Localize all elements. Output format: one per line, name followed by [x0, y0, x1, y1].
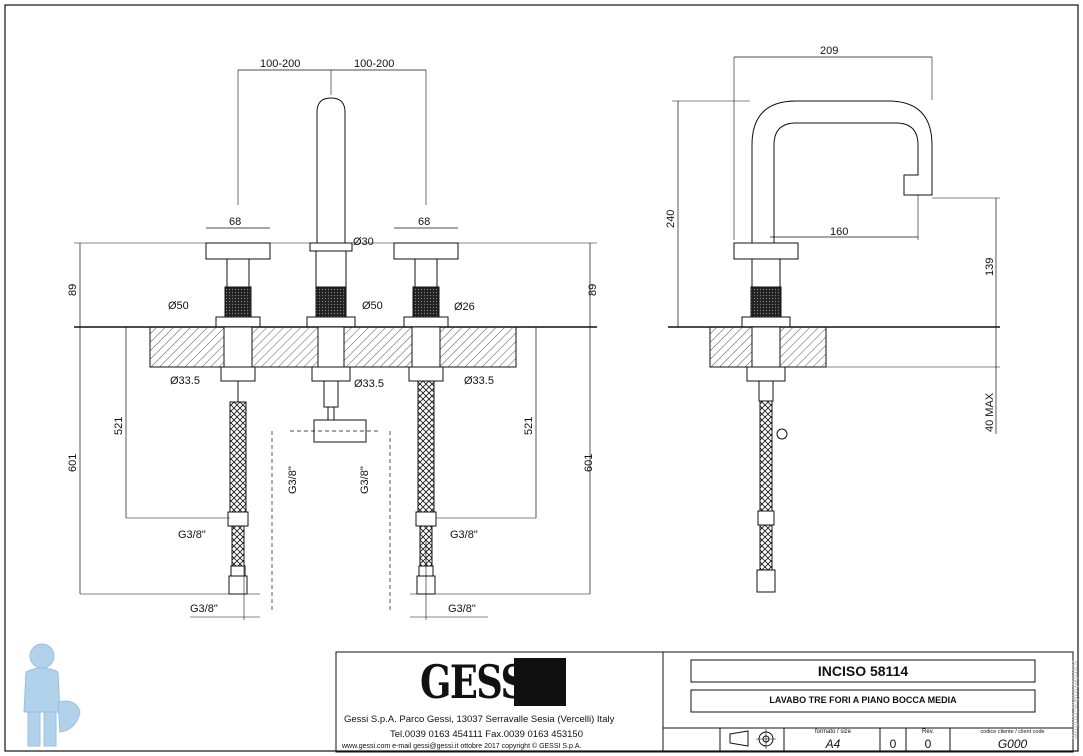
dim-side-reach: 209	[820, 45, 838, 57]
dim-thread-left-bottom: G3/8"	[190, 603, 218, 615]
dim-hose-right: 521	[523, 417, 535, 435]
rev-label: Rev.	[922, 729, 934, 735]
title-block	[335, 651, 1074, 753]
front-view	[74, 69, 597, 620]
dim-spacing-right: 100-200	[354, 58, 394, 70]
rev-b: 0	[924, 737, 932, 751]
size-label: formato / size	[814, 729, 851, 735]
dim-base-right: Ø26	[454, 301, 475, 313]
dim-spacing-left: 100-200	[260, 58, 300, 70]
dim-hose-left: 521	[113, 417, 125, 435]
side-view	[668, 56, 1000, 593]
dim-thread-right-mid: G3/8"	[450, 529, 478, 541]
dim-base-left: Ø50	[168, 300, 189, 312]
watermark: santehnika-online	[1069, 661, 1080, 740]
product-description: LAVABO TRE FORI A PIANO BOCCA MEDIA	[769, 695, 957, 705]
rev-a: 0	[889, 737, 897, 751]
dim-thread-center-right: G3/8"	[359, 466, 371, 494]
dim-total-left: 601	[67, 454, 79, 472]
dim-side-outlet-reach: 160	[830, 226, 848, 238]
dim-side-max-deck: 40 MAX	[984, 392, 996, 432]
product-code: INCISO 58114	[817, 663, 909, 679]
dim-side-outlet-height: 139	[984, 258, 996, 276]
dim-height-right: 89	[587, 284, 599, 296]
web-line: www.gessi.com e-mail gessi@gessi.it otto…	[342, 743, 582, 750]
size-value: A4	[825, 737, 841, 751]
dim-nut-center: Ø33.5	[354, 378, 384, 390]
dim-height-left: 89	[67, 284, 79, 296]
plumber-mascot-icon	[23, 643, 81, 747]
dim-nut-left: Ø33.5	[170, 375, 200, 387]
dim-total-right: 601	[583, 454, 595, 472]
dim-spout-dia: Ø30	[353, 236, 374, 248]
dim-base-center: Ø50	[362, 300, 383, 312]
phone-line: Tel.0039 0163 454111 Fax.0039 0163 45315…	[390, 729, 583, 740]
client-code: G000	[997, 737, 1028, 751]
dim-side-height: 240	[665, 210, 677, 228]
dimension-labels: 100-200 100-200 68 68 Ø30 Ø50 Ø50 Ø26 Ø3…	[67, 45, 996, 615]
dim-thread-right-bottom: G3/8"	[448, 603, 476, 615]
brand-logo-box	[514, 658, 566, 706]
dim-nut-right: Ø33.5	[464, 375, 494, 387]
client-code-label: codice cliente / client code	[980, 729, 1045, 735]
dim-handle-left: 68	[229, 216, 241, 228]
company-line: Gessi S.p.A. Parco Gessi, 13037 Serraval…	[344, 714, 615, 725]
dim-thread-left-mid: G3/8"	[178, 529, 206, 541]
dim-thread-center-left: G3/8"	[287, 466, 299, 494]
dim-handle-right: 68	[418, 216, 430, 228]
